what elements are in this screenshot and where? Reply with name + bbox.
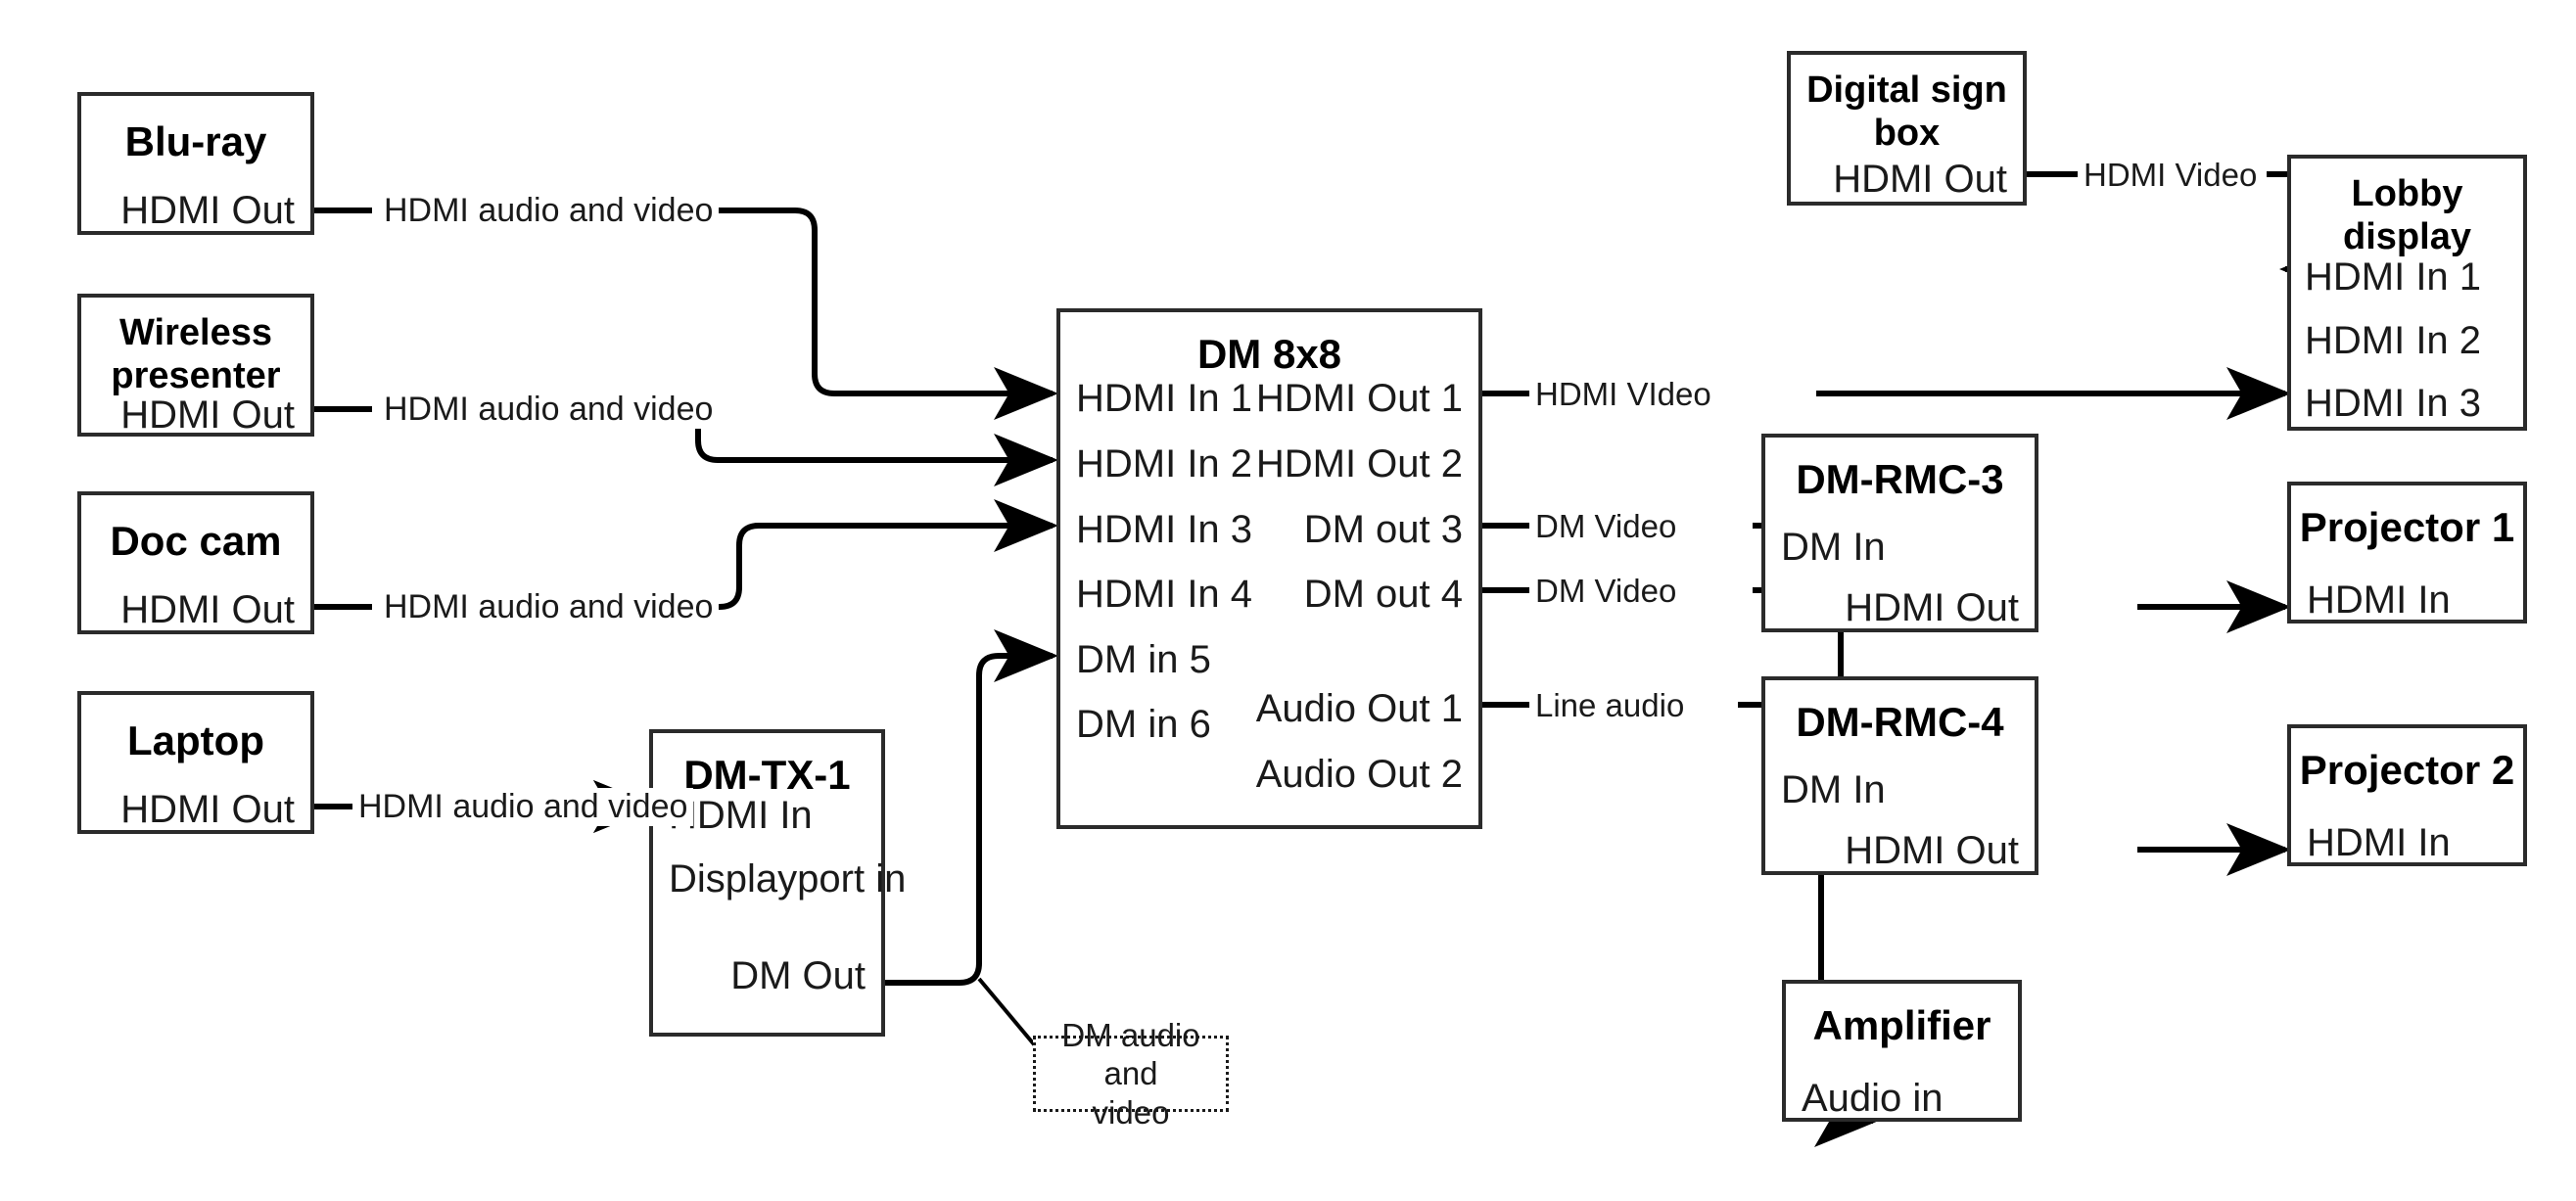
node-bluray[interactable]: Blu-ray HDMI Out [77,92,314,235]
port-hdmi-in-1: HDMI In 1 [1076,377,1253,420]
node-title: DM-TX-1 [683,752,851,798]
node-title-line1: Wireless [119,312,272,353]
port-dm-out-4: DM out 4 [1303,573,1463,616]
port-hdmi-out-2: HDMI Out 2 [1255,442,1463,485]
port-dm-in: DM In [1781,768,1886,811]
port-audio-in: Audio in [1802,1077,1944,1120]
node-digital-sign-box[interactable]: Digital sign box HDMI Out [1787,51,2027,206]
port-hdmi-out: HDMI Out [1845,829,2019,872]
node-title-line2: display [2343,216,2471,257]
port-hdmi-out: HDMI Out [1845,586,2019,629]
port-hdmi-out: HDMI Out [120,588,295,631]
node-title-line2: box [1873,113,1941,154]
node-lobby-display[interactable]: Lobby display HDMI In 1 HDMI In 2 HDMI I… [2287,155,2527,431]
edge-label-dm-hdmiout1-to-lobby: HDMI VIdeo [1529,376,1717,413]
edge-label-dm-out4-to-rmc4: DM Video [1529,573,1683,610]
port-hdmi-in-1: HDMI In 1 [2305,255,2482,299]
node-title: Blu-ray [124,118,267,164]
node-title: Laptop [127,717,264,763]
node-doc-cam[interactable]: Doc cam HDMI Out [77,491,314,634]
callout-line2: video [1092,1093,1170,1131]
port-audio-out-2: Audio Out 2 [1255,753,1463,796]
edge-label-laptop-to-tx: HDMI audio and video [352,788,694,826]
node-dm-tx-1[interactable]: DM-TX-1 HDMI In Displayport in DM Out [649,729,906,1037]
node-title-line1: Lobby [2351,173,2463,214]
port-displayport-in: Displayport in [669,857,907,901]
port-hdmi-out-1: HDMI Out 1 [1255,377,1463,420]
port-hdmi-in-2: HDMI In 2 [1076,442,1253,485]
node-wireless-presenter[interactable]: Wireless presenter HDMI Out [77,294,314,437]
node-dm-rmc-3[interactable]: DM-RMC-3 DM In HDMI Out [1761,434,2038,632]
port-audio-out-1: Audio Out 1 [1255,687,1463,730]
node-laptop[interactable]: Laptop HDMI Out [77,691,314,834]
port-hdmi-in-4: HDMI In 4 [1076,573,1253,616]
callout-line1: DM audio and [1061,1016,1200,1092]
node-projector-1[interactable]: Projector 1 HDMI In [2287,482,2527,624]
node-title-line1: Digital sign [1806,69,2007,111]
port-hdmi-out: HDMI Out [120,788,295,831]
port-hdmi-in-3: HDMI In 3 [2305,382,2482,425]
port-dm-in-6: DM in 6 [1076,703,1211,746]
edge-label-dm-audio1-to-amp: Line audio [1529,687,1691,724]
node-amplifier[interactable]: Amplifier Audio in [1782,980,2022,1122]
port-hdmi-in-2: HDMI In 2 [2305,319,2482,362]
node-title: DM 8x8 [1196,331,1342,377]
node-dm-8x8[interactable]: DM 8x8 HDMI In 1 HDMI In 2 HDMI In 3 HDM… [1056,308,1482,829]
edge-label-bluray-to-dm: HDMI audio and video [378,192,720,230]
callout-dm-audio-and-video: DM audio and video [1033,1017,1229,1131]
edge-label-dm-out3-to-rmc3: DM Video [1529,508,1683,545]
node-title: Amplifier [1812,1002,1991,1048]
port-hdmi-out: HDMI Out [120,189,295,232]
edge-label-wireless-to-dm: HDMI audio and video [378,391,720,429]
port-dm-out: DM Out [730,954,866,997]
node-projector-2[interactable]: Projector 2 HDMI In [2287,724,2527,866]
port-hdmi-in-3: HDMI In 3 [1076,508,1253,551]
port-hdmi-out: HDMI Out [120,393,295,437]
node-title-line2: presenter [111,355,281,396]
node-dm-rmc-4[interactable]: DM-RMC-4 DM In HDMI Out [1761,676,2038,875]
port-dm-out-3: DM out 3 [1303,508,1463,551]
port-hdmi-out: HDMI Out [1833,158,2007,201]
node-title: DM-RMC-4 [1796,699,2004,745]
node-title: Projector 2 [2299,747,2515,793]
port-dm-in: DM In [1781,526,1886,569]
port-dm-in-5: DM in 5 [1076,638,1211,681]
edge-label-signbox-to-lobby: HDMI Video [2078,157,2264,194]
node-title: Projector 1 [2299,504,2515,550]
port-hdmi-in: HDMI In [2307,821,2451,864]
port-hdmi-in: HDMI In [2307,578,2451,622]
node-title: DM-RMC-3 [1796,456,2004,502]
node-title: Doc cam [110,518,282,564]
edge-label-doccam-to-dm: HDMI audio and video [378,588,720,626]
